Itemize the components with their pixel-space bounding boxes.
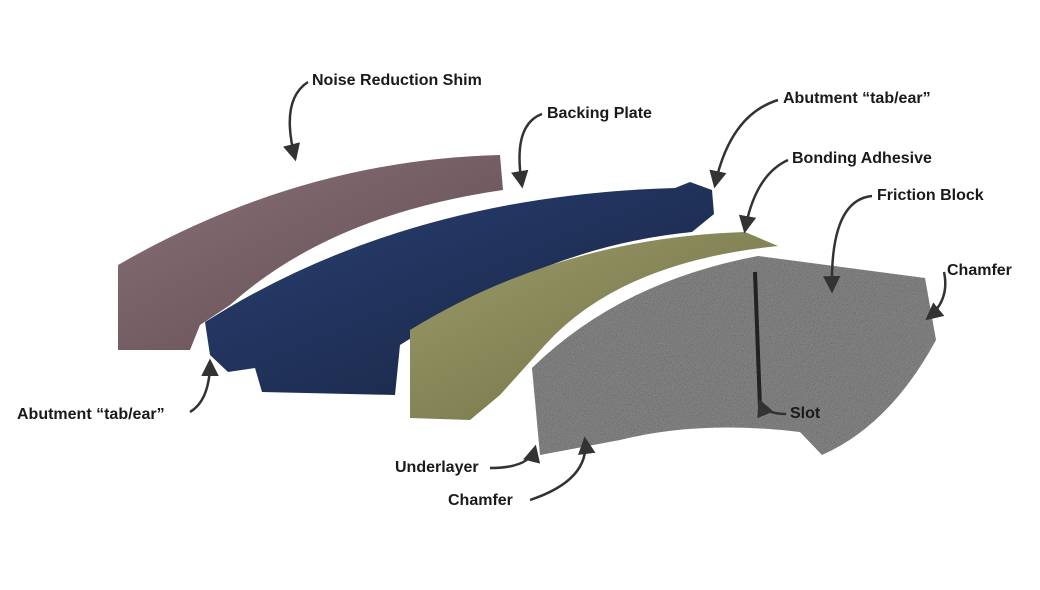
- label-abutment-right: Abutment “tab/ear”: [783, 90, 931, 107]
- noise-reduction-shim: [118, 155, 503, 350]
- label-underlayer: Underlayer: [395, 459, 479, 476]
- slot: [753, 271, 762, 409]
- arrows: [189, 80, 947, 502]
- label-noise-reduction-shim: Noise Reduction Shim: [312, 72, 482, 89]
- bonding-adhesive: [410, 232, 778, 420]
- label-abutment-left: Abutment “tab/ear”: [17, 406, 165, 423]
- label-chamfer-right: Chamfer: [947, 262, 1012, 279]
- backing-plate: [205, 182, 714, 395]
- label-friction-block: Friction Block: [877, 187, 984, 204]
- friction-block: [532, 256, 936, 455]
- label-chamfer-left: Chamfer: [448, 492, 513, 509]
- label-slot: Slot: [790, 405, 821, 422]
- label-backing-plate: Backing Plate: [547, 105, 652, 122]
- label-bonding-adhesive: Bonding Adhesive: [792, 150, 932, 167]
